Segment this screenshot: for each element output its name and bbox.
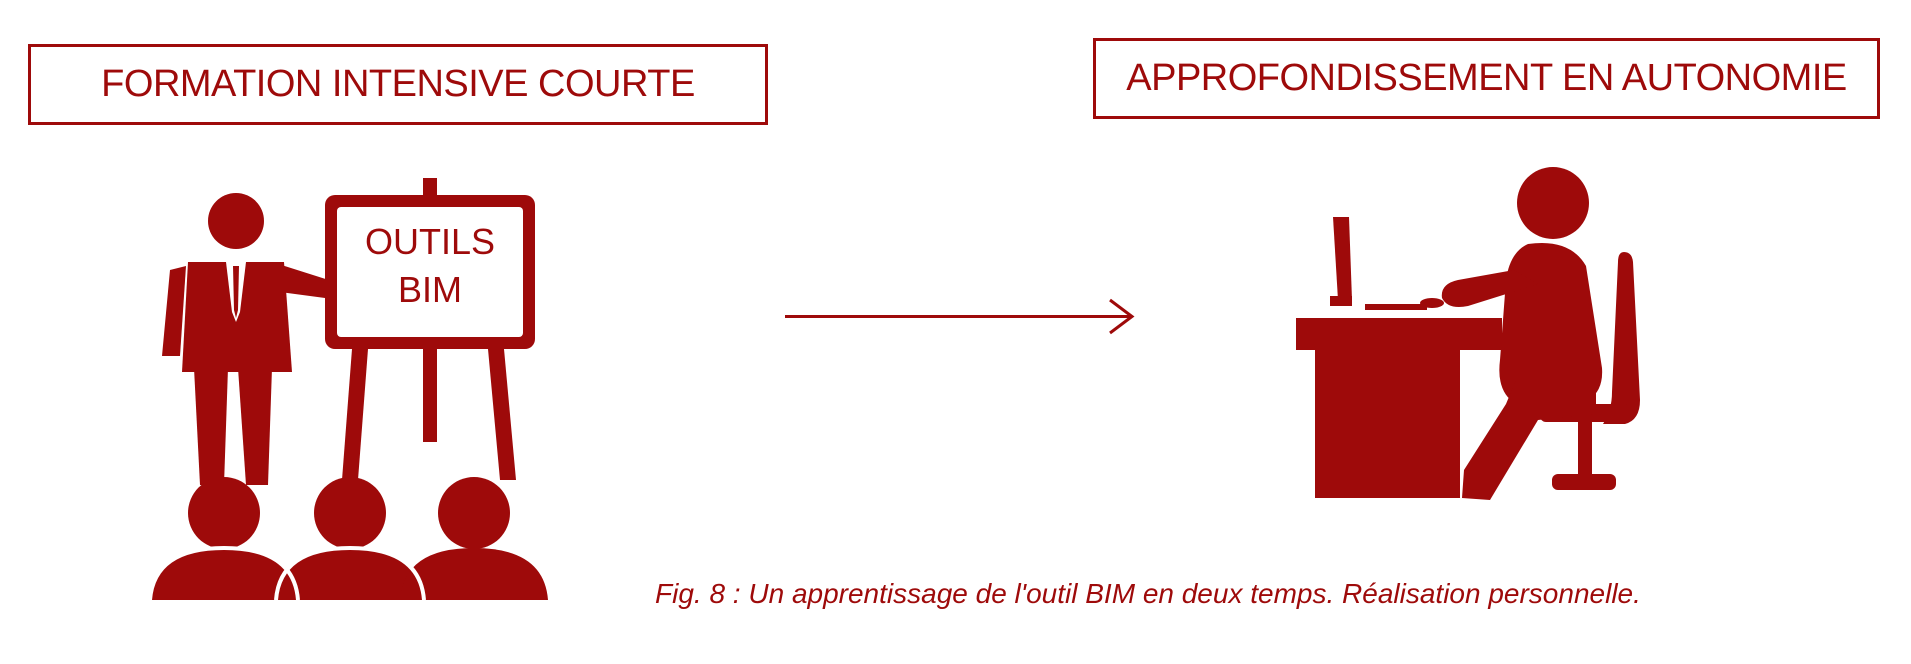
approfondissement-label: APPROFONDISSEMENT EN AUTONOMIE [1093,38,1880,119]
board-text-line1: OUTILS [364,221,496,262]
board-text-line2: BIM [397,269,462,310]
figure-caption: Fig. 8 : Un apprentissage de l'outil BIM… [655,578,1641,609]
easel-board-icon [325,178,535,480]
presenter-icon [162,193,340,485]
formation-intensive-label: FORMATION INTENSIVE COURTE [28,44,768,125]
audience-icon [148,477,548,601]
arrow-right-icon [785,298,1135,335]
person-at-desk-icon [1296,167,1640,500]
